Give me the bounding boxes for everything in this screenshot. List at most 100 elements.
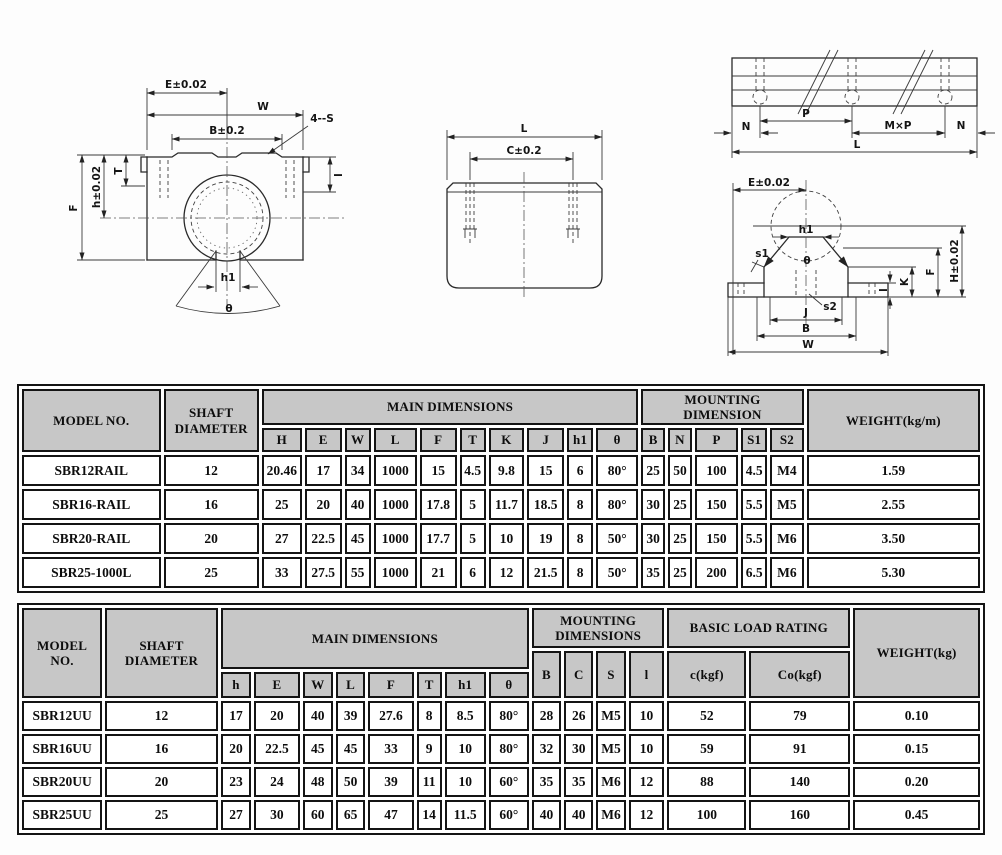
cell: 79	[749, 701, 851, 731]
cell: 65	[335, 800, 366, 830]
cell: 10	[488, 523, 525, 554]
cell: M6	[770, 523, 804, 554]
col-header-K: K	[488, 428, 525, 452]
cell: 1000	[373, 523, 417, 554]
col-header-c-kgf: c(kgf)	[667, 651, 747, 698]
header-row-subcolumns: H E W L F T K J h1 θ B N P S1 S2	[22, 428, 980, 452]
cell: 40	[531, 800, 562, 830]
cell: 25	[641, 455, 666, 486]
cell: M4	[770, 455, 804, 486]
cell: 5	[459, 489, 486, 520]
cell: 30	[564, 734, 594, 764]
cell: 20.46	[261, 455, 302, 486]
technical-drawings: E±0.02 W B±0.2 4--S F h±0.02 T l h1 θ L …	[68, 49, 995, 356]
col-header-shaft: SHAFT DIAMETER	[105, 608, 218, 698]
cell: 25	[668, 489, 692, 520]
group-header-mounting-dimensions: MOUNTING DIMENSIONS	[531, 608, 665, 648]
dim-label-n-right: N	[957, 120, 966, 132]
cell: 30	[641, 489, 666, 520]
col-header-C: C	[564, 651, 594, 698]
cell: SBR16-RAIL	[22, 489, 161, 520]
col-header-L: L	[335, 672, 366, 698]
col-header-J: J	[527, 428, 565, 452]
cell: 20	[220, 734, 252, 764]
cell: M5	[770, 489, 804, 520]
cell: 4.5	[459, 455, 486, 486]
dim-label-w: W	[257, 101, 269, 113]
col-header-W: W	[302, 672, 333, 698]
dim-label-n-left: N	[742, 121, 751, 133]
cell: 1000	[373, 489, 417, 520]
dim-label-H: H±0.02	[949, 239, 961, 283]
cell: 45	[302, 734, 333, 764]
cell: M6	[770, 557, 804, 588]
cell: 26	[564, 701, 594, 731]
cell: 60°	[488, 800, 529, 830]
cell: 80°	[488, 734, 529, 764]
dim-label-rail-l: L	[854, 139, 861, 151]
col-header-l: l	[628, 651, 665, 698]
cell: 30	[254, 800, 300, 830]
cell: 40	[302, 701, 333, 731]
dim-label-f2: F	[925, 268, 937, 275]
group-header-mounting-dimension: MOUNTING DIMENSION	[641, 389, 804, 425]
cell: 45	[344, 523, 371, 554]
cell: 10	[444, 734, 486, 764]
col-header-E: E	[304, 428, 342, 452]
cell: 8.5	[444, 701, 486, 731]
dim-label-b: B±0.2	[209, 125, 244, 137]
cell: 15	[419, 455, 457, 486]
dim-label-p: P	[802, 108, 810, 120]
cell: 0.20	[853, 767, 980, 797]
dim-label-h1: h1	[221, 272, 236, 284]
cell: 25	[668, 557, 692, 588]
cell: SBR25UU	[22, 800, 103, 830]
cell: SBR12UU	[22, 701, 103, 731]
dim-label-l2: l	[878, 288, 890, 292]
group-header-main-dimensions: MAIN DIMENSIONS	[261, 389, 639, 425]
cell: 50	[335, 767, 366, 797]
cell: 0.45	[853, 800, 980, 830]
cell: 60	[302, 800, 333, 830]
col-header-shaft: SHAFT DIAMETER	[163, 389, 259, 452]
cell: 8	[416, 701, 442, 731]
cell: 88	[667, 767, 747, 797]
col-header-S2: S2	[770, 428, 804, 452]
col-header-S: S	[596, 651, 626, 698]
cell: 23	[220, 767, 252, 797]
dim-label-f: F	[68, 204, 80, 211]
cell: 17.8	[419, 489, 457, 520]
block-front-view-drawing: E±0.02 W B±0.2 4--S F h±0.02 T l h1 θ	[68, 79, 345, 315]
col-header-B: B	[531, 651, 562, 698]
cell: 32	[531, 734, 562, 764]
cell: 20	[304, 489, 342, 520]
cell: M5	[596, 701, 626, 731]
col-header-L: L	[373, 428, 417, 452]
dim-label-s2: s2	[823, 301, 837, 313]
cell: 28	[531, 701, 562, 731]
group-header-main-dimensions: MAIN DIMENSIONS	[220, 608, 529, 669]
col-header-S1: S1	[741, 428, 768, 452]
cell: 35	[531, 767, 562, 797]
cell: 25	[261, 489, 302, 520]
cell: 14	[416, 800, 442, 830]
cell: 27.6	[368, 701, 414, 731]
dim-label-l: l	[333, 173, 345, 177]
cell: 11	[416, 767, 442, 797]
cell: 27	[220, 800, 252, 830]
col-header-F: F	[368, 672, 414, 698]
cell: 15	[527, 455, 565, 486]
dim-label-h1-rail: h1	[799, 224, 814, 236]
col-header-theta: θ	[596, 428, 639, 452]
dim-label-c: C±0.2	[506, 145, 541, 157]
col-header-B: B	[641, 428, 666, 452]
col-header-h: h	[220, 672, 252, 698]
cell: 25	[105, 800, 218, 830]
cell: 17	[220, 701, 252, 731]
cell: SBR20UU	[22, 767, 103, 797]
dim-label-t: T	[113, 167, 125, 175]
